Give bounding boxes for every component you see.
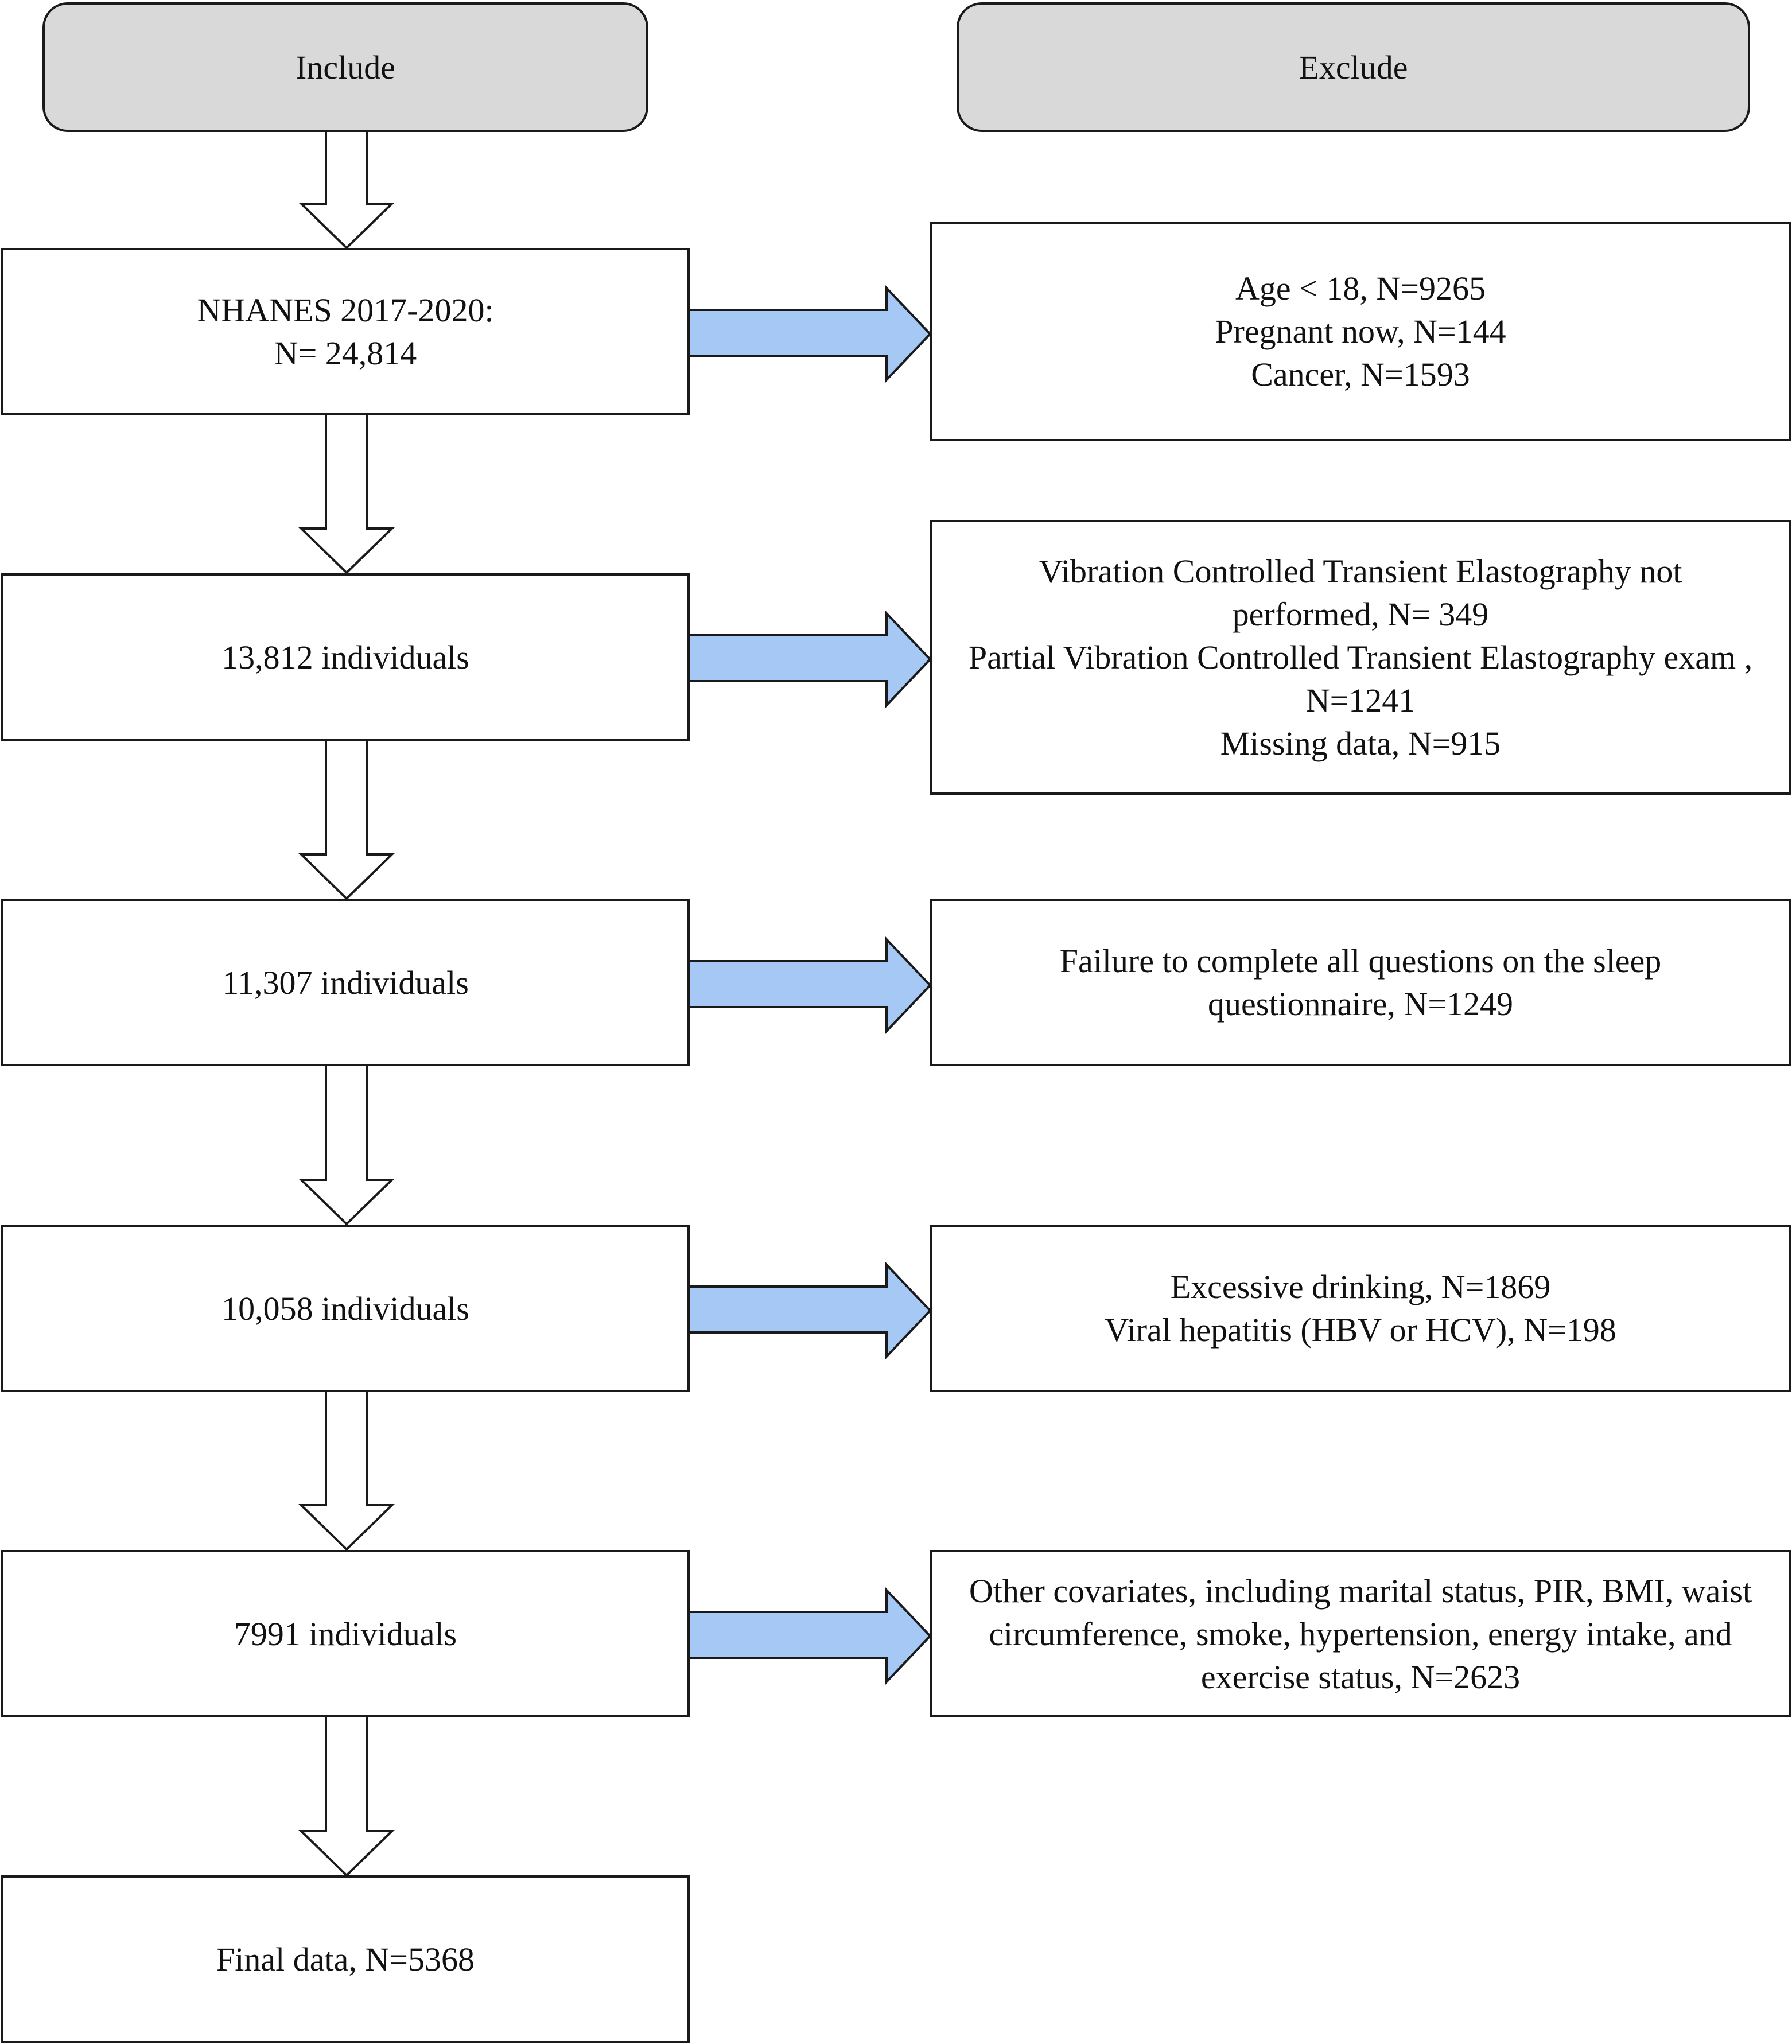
include-step-4: 10,058 individuals — [1, 1225, 690, 1392]
right-arrow-step-3 — [688, 936, 932, 1035]
exclusion-1-line-2: Pregnant now, N=144 — [1215, 313, 1506, 350]
include-header-label: Include — [296, 48, 395, 86]
exclusion-box-3: Failure to complete all questions on the… — [930, 899, 1791, 1066]
exclusion-5-line-1: Other covariates, including marital stat… — [969, 1572, 1752, 1610]
include-step-6: Final data, N=5368 — [1, 1875, 690, 2043]
include-step-1-line-2: N= 24,814 — [274, 335, 417, 372]
right-arrow-step-1 — [688, 285, 932, 383]
include-step-2-line-1: 13,812 individuals — [221, 638, 469, 676]
include-step-2: 13,812 individuals — [1, 573, 690, 741]
down-arrow-header-to-step-1 — [298, 130, 395, 250]
include-step-1-line-1: NHANES 2017-2020: — [197, 292, 494, 329]
include-step-3-line-1: 11,307 individuals — [222, 963, 469, 1001]
exclusion-5-line-3: exercise status, N=2623 — [1200, 1658, 1521, 1696]
down-arrow-step-5-to-6 — [298, 1715, 395, 1877]
right-arrow-step-2 — [688, 610, 932, 709]
include-step-1: NHANES 2017-2020: N= 24,814 — [1, 248, 690, 415]
down-arrow-step-4-to-5 — [298, 1389, 395, 1551]
exclusion-5-line-2: circumference, smoke, hypertension, ener… — [989, 1615, 1732, 1653]
exclusion-2-line-4: N=1241 — [1305, 682, 1416, 719]
right-arrow-step-4 — [688, 1261, 932, 1360]
include-step-3: 11,307 individuals — [1, 899, 690, 1066]
include-step-5-line-1: 7991 individuals — [234, 1615, 457, 1653]
right-arrow-step-5 — [688, 1587, 932, 1685]
include-step-6-line-1: Final data, N=5368 — [216, 1940, 475, 1978]
down-arrow-step-2-to-3 — [298, 739, 395, 900]
down-arrow-step-1-to-2 — [298, 413, 395, 574]
exclusion-4-line-2: Viral hepatitis (HBV or HCV), N=198 — [1105, 1311, 1616, 1349]
exclusion-3-line-2: questionnaire, N=1249 — [1207, 985, 1514, 1023]
exclusion-2-line-2: performed, N= 349 — [1232, 596, 1489, 633]
down-arrows — [298, 130, 395, 1877]
exclusion-box-5: Other covariates, including marital stat… — [930, 1550, 1791, 1717]
exclusion-1-line-1: Age < 18, N=9265 — [1235, 270, 1486, 307]
exclusion-2-line-5: Missing data, N=915 — [1220, 725, 1501, 762]
down-arrow-step-3-to-4 — [298, 1064, 395, 1226]
exclusion-2-line-1: Vibration Controlled Transient Elastogra… — [1039, 553, 1682, 590]
exclusion-box-1: Age < 18, N=9265 Pregnant now, N=144 Can… — [930, 222, 1791, 441]
exclusion-1-line-3: Cancer, N=1593 — [1251, 356, 1470, 393]
exclusion-4-line-1: Excessive drinking, N=1869 — [1170, 1268, 1551, 1305]
include-step-5: 7991 individuals — [1, 1550, 690, 1717]
exclusion-3-line-1: Failure to complete all questions on the… — [1059, 942, 1662, 980]
include-header: Include — [42, 2, 648, 132]
exclusion-box-2: Vibration Controlled Transient Elastogra… — [930, 520, 1791, 795]
exclude-header-label: Exclude — [1299, 48, 1408, 86]
include-step-4-line-1: 10,058 individuals — [221, 1289, 469, 1327]
exclude-header: Exclude — [957, 2, 1750, 132]
exclusion-2-line-3: Partial Vibration Controlled Transient E… — [968, 639, 1753, 676]
right-arrows — [688, 285, 932, 1685]
exclusion-box-4: Excessive drinking, N=1869 Viral hepatit… — [930, 1225, 1791, 1392]
